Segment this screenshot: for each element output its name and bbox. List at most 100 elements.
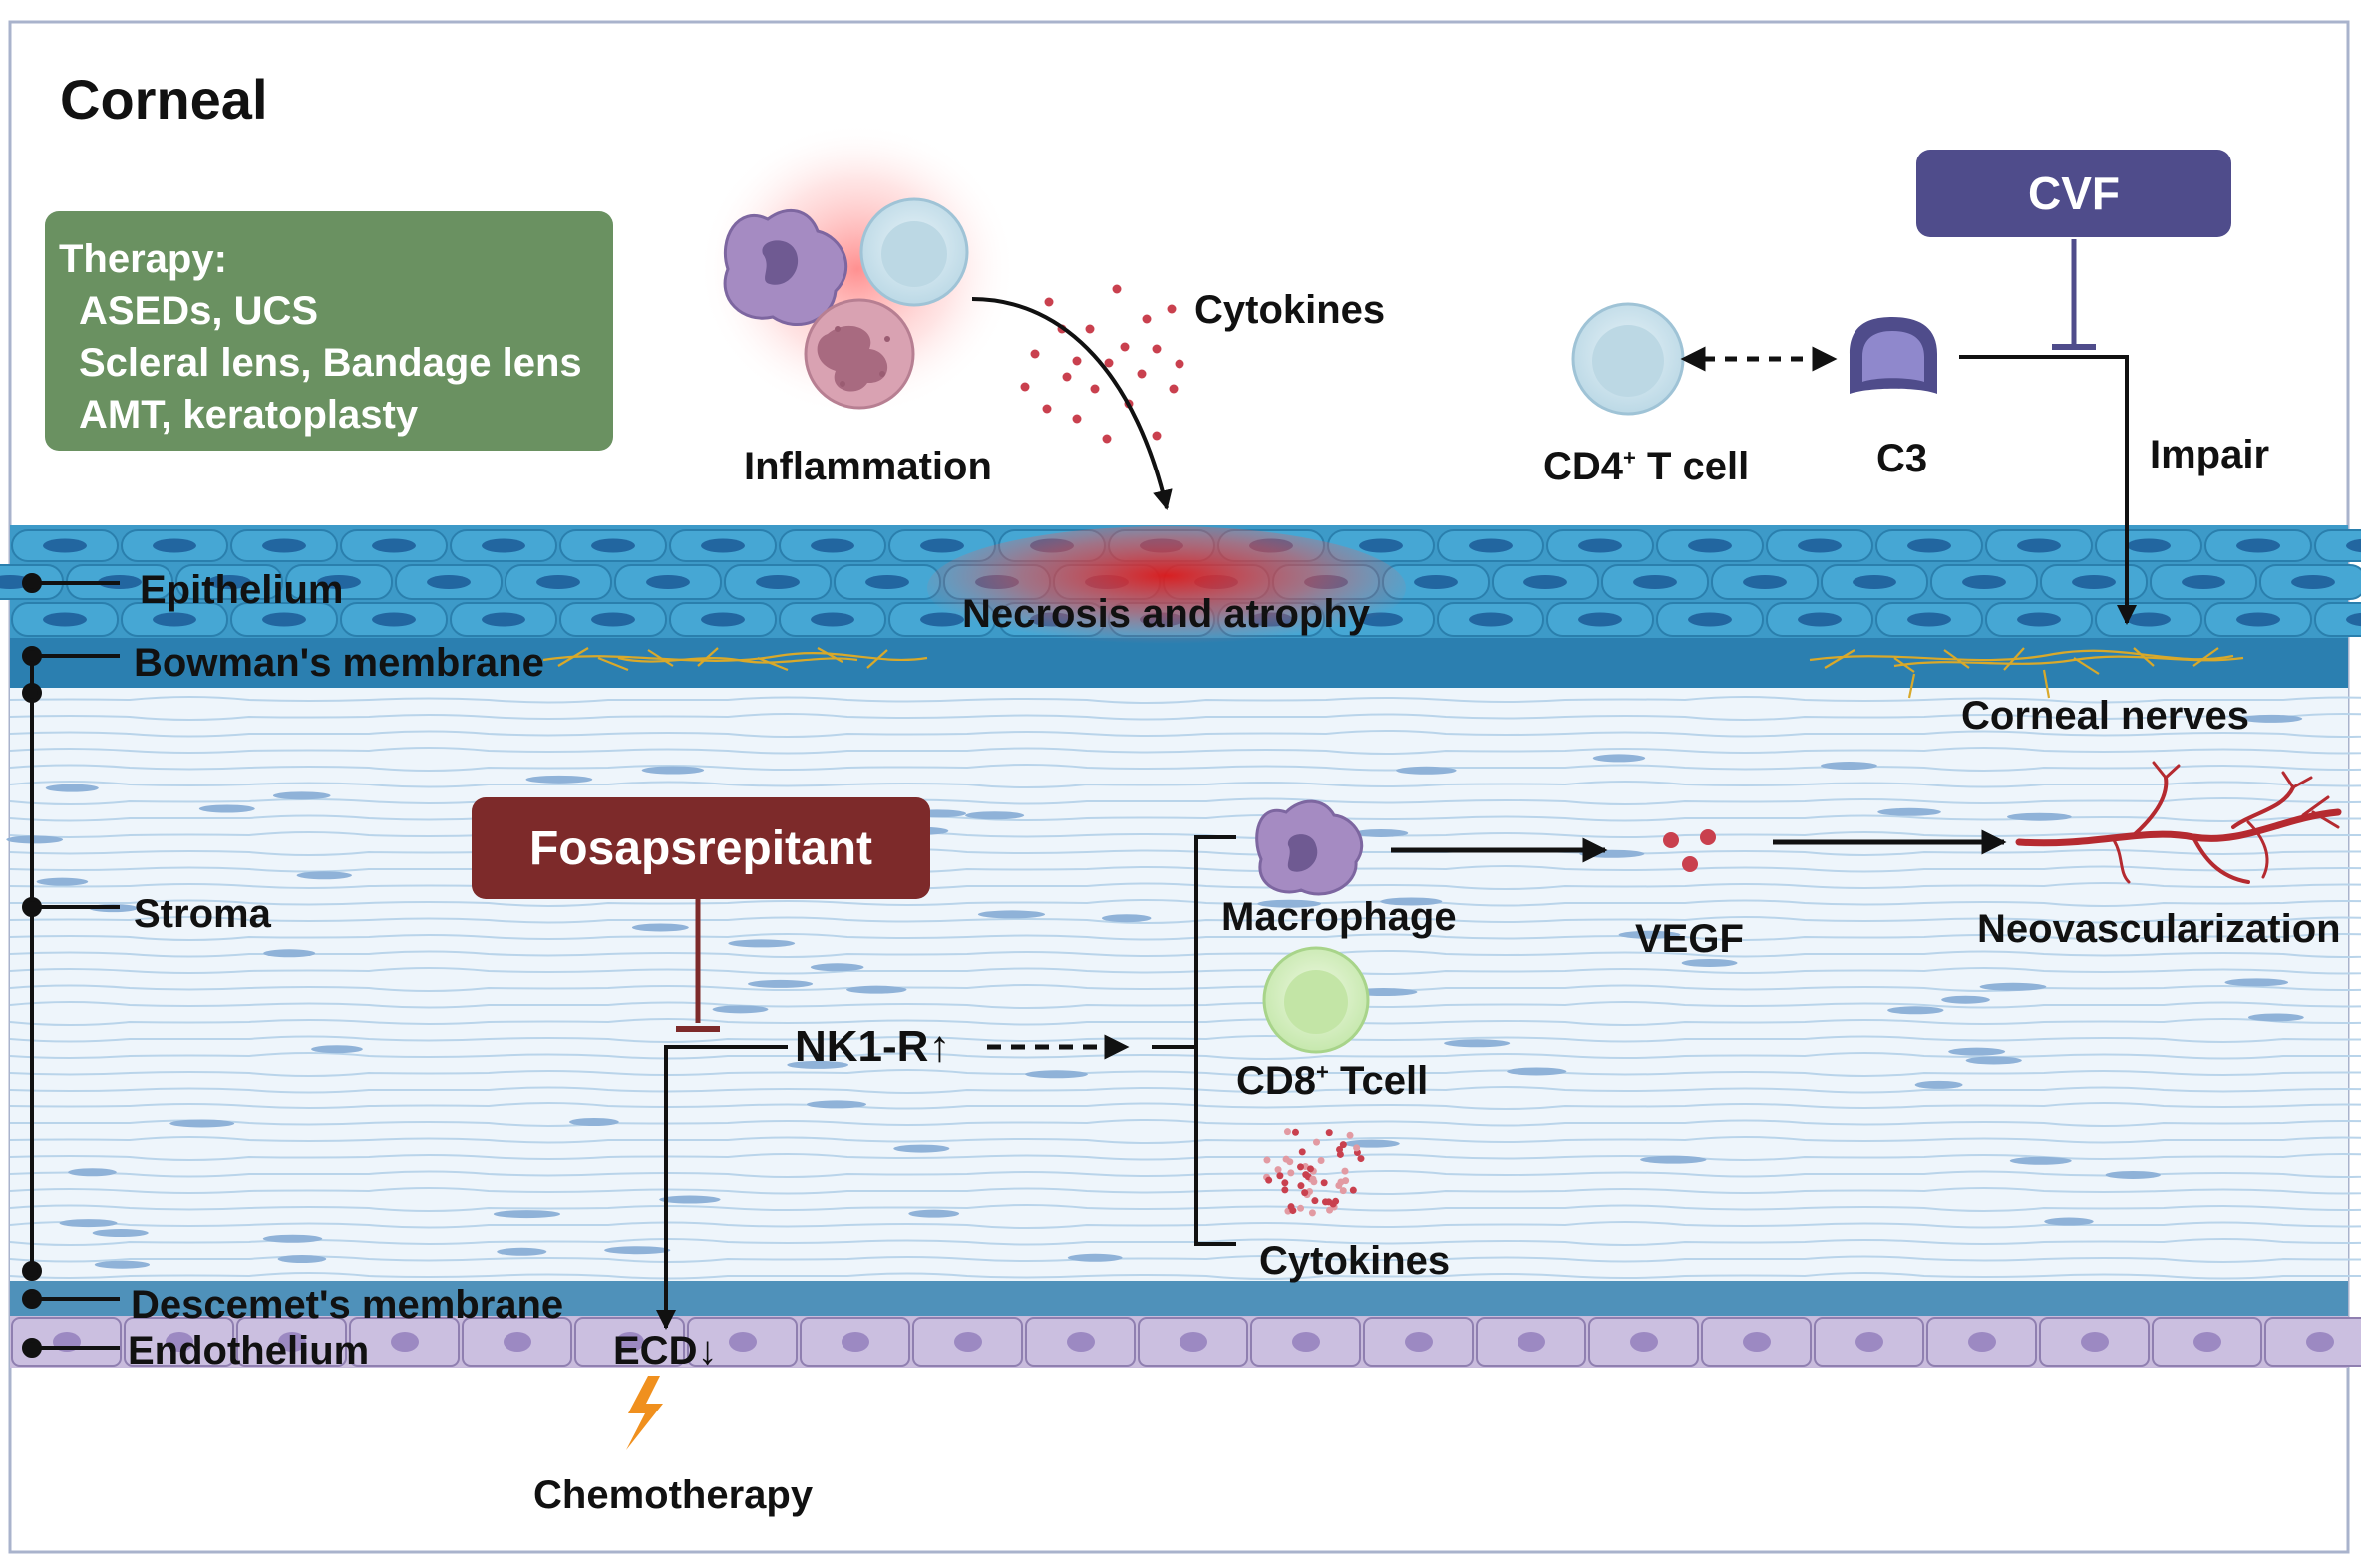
cell-nucleus [1968,1332,1996,1352]
blood-vessel-icon [2015,761,2342,884]
keratocyte [263,949,316,958]
cell-nucleus [1523,575,1567,589]
cytokine-dot [1282,1155,1290,1163]
cytokine-dot [1062,372,1072,382]
nerve-fibers-right [1809,647,2244,699]
cell-nucleus [262,612,306,627]
cytokine-dot [1287,1169,1295,1177]
keratocyte [659,1195,721,1204]
stroma-fiber [9,1001,2361,1009]
nk1r-ecd-arrow [656,1045,788,1330]
cytokine-dot [1349,1186,1357,1194]
cell-nucleus [1855,1332,1883,1352]
stroma-fiber [10,1119,2361,1127]
impair-label: Impair [2150,433,2270,476]
stroma-fiber [9,814,2361,822]
cell-nucleus [865,575,909,589]
cell-nucleus [1907,538,1951,553]
vegf-dots [1663,829,1716,872]
nk1r-label: NK1-R↑ [795,1022,951,1071]
cell-nucleus [1688,612,1732,627]
cytokine-dot [1297,1182,1305,1190]
cytokine-dot [1283,1128,1291,1136]
therapy-box: Therapy: ASEDs, UCS Scleral lens, Bandag… [45,211,613,451]
stroma-fiber [9,1153,2361,1161]
inflammation-neutrophil-icon [804,298,915,410]
fosaprepitant-box: Fosapsrepitant [472,797,930,899]
c3-label: C3 [1876,437,1928,480]
cell-nucleus [1743,575,1787,589]
keratocyte [810,963,864,972]
cell-nucleus [166,1332,193,1352]
keratocyte [36,877,89,886]
cell-nucleus [153,612,196,627]
cell-nucleus [2072,575,2116,589]
stroma-fiber [9,1136,2361,1144]
stroma-fiber [9,797,2361,805]
stroma-fiber [9,764,2361,772]
epithelial-cell [2314,529,2361,562]
necrosis-label: Necrosis and atrophy [962,592,1371,636]
inflammation-macrophage-icon [723,209,848,327]
keratocyte [94,1260,151,1269]
cell-nucleus [701,538,745,553]
cytokine-dot [1308,1209,1316,1217]
therapy-item: AMT, keratoplasty [79,393,419,437]
cytokine-dot [1104,358,1114,368]
ecd-label: ECD↓ [613,1329,718,1373]
keratocyte [525,775,593,784]
cell-nucleus [1798,612,1842,627]
stroma-fiber [9,933,2361,941]
cytokine-dot [1102,434,1112,444]
cytokine-dot [1310,1178,1318,1186]
cytokine-dot [1120,342,1130,352]
cytokine-dot [1152,431,1162,441]
cell-nucleus [1414,575,1458,589]
cytokine-dot [1320,1179,1328,1187]
cell-nucleus [1405,1332,1433,1352]
stroma-fiber [9,882,2361,890]
cell-nucleus [701,612,745,627]
cell-nucleus [1688,538,1732,553]
keratocyte [1592,754,1646,763]
stroma-fiber [9,696,2361,704]
cell-nucleus [1578,538,1622,553]
keratocyte [1681,958,1738,967]
keratocyte [45,784,99,792]
cytokine-dot [1265,1176,1273,1184]
cell-nucleus [920,538,964,553]
cd4-tcell-icon [1571,302,1685,416]
cell-nucleus [317,575,361,589]
cell-nucleus [2017,538,2061,553]
cytokine-dot [1298,1148,1306,1156]
stroma-fiber [9,1069,2361,1077]
stroma-fiber [9,1187,2361,1195]
descemet-label: Descemet's membrane [131,1283,564,1327]
inflammation-arrow [971,297,1173,510]
stroma-fiber [9,1102,2361,1110]
cd8-prefix: CD8 [1236,1059,1317,1102]
stroma-fiber [9,950,2361,958]
cytokine-dot [1321,1198,1329,1206]
cytokine-dot [1332,1197,1340,1205]
keratocyte [604,1246,671,1255]
cytokine-dot [1339,1141,1347,1149]
cd8-tcell-icon [1262,946,1370,1054]
stroma-fiber [9,1272,2361,1280]
cytokine-dot [1112,284,1122,294]
keratocyte [1343,1139,1400,1148]
necrosis-area [927,526,1406,650]
keratocyte [2224,978,2289,987]
cell-nucleus [278,1332,306,1352]
cell-nucleus [2127,612,2171,627]
cell-nucleus [1907,612,1951,627]
cytokine-dot [1339,1187,1347,1195]
inflammation-label: Inflammation [744,445,992,488]
therapy-item: Scleral lens, Bandage lens [79,341,582,385]
cell-nucleus [43,612,87,627]
stroma-cytokines-label: Cytokines [1259,1239,1451,1283]
cytokine-dot [1335,1182,1343,1190]
cd4-prefix: CD4 [1543,445,1624,488]
keratocyte [747,979,814,988]
